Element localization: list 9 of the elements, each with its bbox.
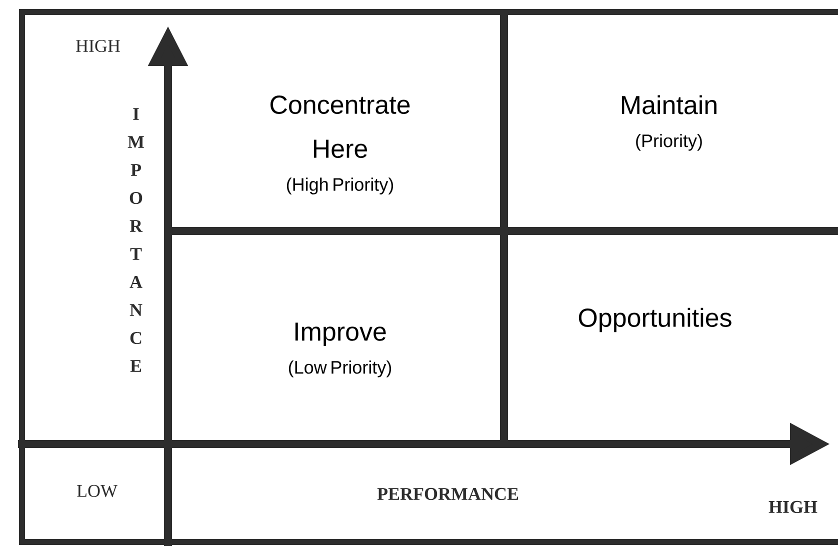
axis-title: PERFORMANCE <box>377 488 518 500</box>
quadrant-label: Concentrate Here (High Priority) <box>270 96 410 194</box>
axis-title: IMPORTANCE <box>128 108 144 372</box>
axis-label: LOW <box>77 484 118 498</box>
quadrant-label: Opportunities <box>578 308 732 332</box>
quadrant-label: Improve (Low Priority) <box>288 322 392 378</box>
axis-label: HIGH <box>76 40 120 52</box>
axis-label: HIGH <box>768 500 818 514</box>
quadrant-label: Maintain (Priority) <box>622 95 716 151</box>
